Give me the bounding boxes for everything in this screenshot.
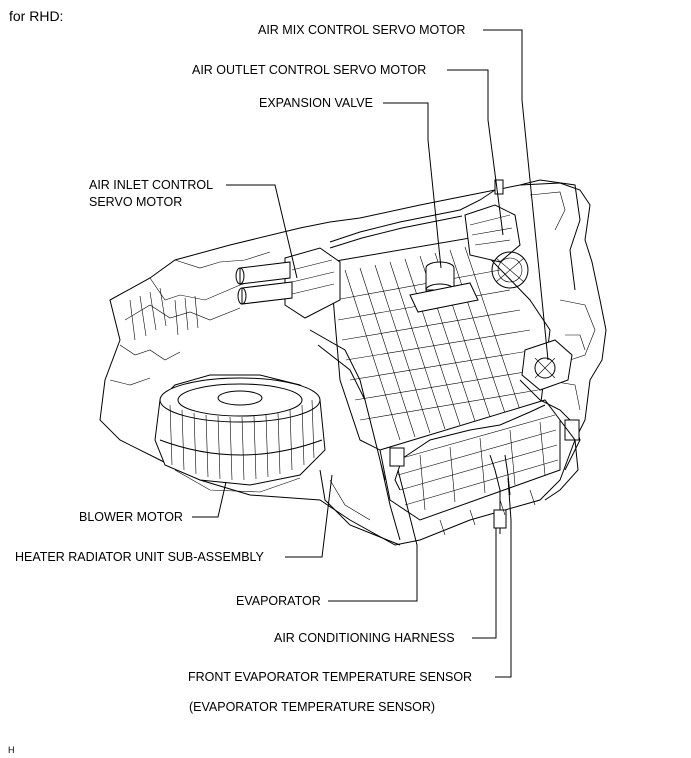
blower-motor [154, 374, 326, 493]
air-mix-servo [521, 339, 573, 391]
leader-blower-motor [192, 481, 227, 518]
leader-evaporator [328, 469, 418, 602]
leader-expansion-valve [383, 102, 442, 269]
leader-ac-harness [472, 528, 497, 639]
label-blower-motor: BLOWER MOTOR [79, 510, 183, 524]
leader-front-evap-sensor [495, 477, 512, 678]
label-expansion-valve: EXPANSION VALVE [259, 96, 373, 110]
leader-heater-radiator [285, 474, 333, 558]
leader-air-mix [483, 29, 549, 361]
label-front-evap-temp-sensor: FRONT EVAPORATOR TEMPERATURE SENSOR [188, 670, 473, 684]
label-air-inlet-servo-motor-line1: AIR INLET CONTROL [89, 178, 214, 192]
heater-radiator-housing [319, 419, 579, 546]
leader-lines [192, 29, 549, 678]
expansion-valve [409, 261, 479, 313]
leader-air-outlet [447, 69, 504, 236]
ac-harness [329, 179, 581, 534]
label-evap-temp-sensor-alt: (EVAPORATOR TEMPERATURE SENSOR) [189, 700, 436, 714]
air-outlet-servo [464, 204, 529, 289]
label-ac-harness: AIR CONDITIONING HARNESS [274, 631, 455, 645]
air-inlet-servo [235, 247, 341, 319]
label-air-outlet-servo-motor: AIR OUTLET CONTROL SERVO MOTOR [192, 63, 427, 77]
label-air-mix-servo-motor: AIR MIX CONTROL SERVO MOTOR [258, 23, 466, 37]
label-evaporator: EVAPORATOR [236, 594, 321, 608]
leader-air-inlet [226, 184, 298, 279]
footer-code: H [8, 745, 15, 755]
label-air-inlet-servo-motor-line2: SERVO MOTOR [89, 195, 183, 209]
diagram-heading: for RHD: [9, 8, 64, 24]
label-heater-radiator-unit: HEATER RADIATOR UNIT SUB-ASSEMBLY [15, 550, 264, 564]
evaporator-core [309, 237, 561, 541]
